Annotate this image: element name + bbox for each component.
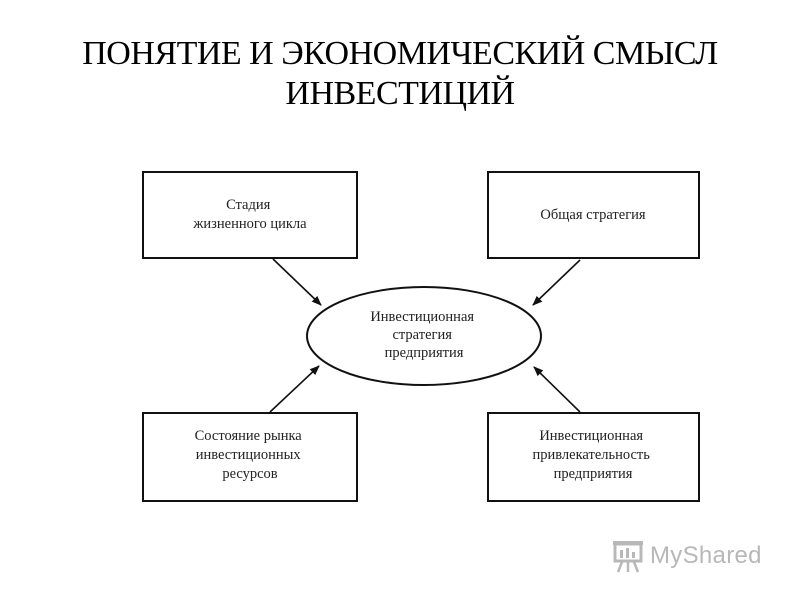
box-bl-line-1: Состояние рынка (195, 428, 303, 444)
title-line-2: ИНВЕСТИЦИЙ (285, 75, 515, 112)
arrow-bottom-right (533, 366, 581, 413)
factor-box-life-cycle-stage: Стадия жизненного цикла (142, 171, 358, 259)
center-line-3: предприятия (385, 345, 464, 361)
center-ellipse-investment-strategy: Инвестиционная стратегия предприятия (306, 286, 542, 386)
factor-box-general-strategy: Общая стратегия (487, 171, 700, 259)
box-tl-line-2: жизненного цикла (192, 216, 307, 232)
center-line-1: Инвестиционная (370, 309, 474, 325)
box-tr-line-1: Общая стратегия (540, 207, 645, 223)
factor-box-investment-attractiveness: Инвестиционная привлекательность предпри… (487, 412, 700, 502)
presentation-board-icon (613, 541, 643, 573)
box-br-line-1: Инвестиционная (539, 428, 643, 444)
center-line-2: стратегия (392, 327, 452, 343)
box-br-line-3: предприятия (554, 466, 633, 482)
svg-text:Инвестиционная привлекат: Инвестиционная привлекательность предпри… (533, 428, 654, 482)
box-bl-line-2: инвестиционных (196, 447, 302, 463)
box-bl-line-3: ресурсов (222, 466, 277, 482)
watermark-text: MyShared (650, 542, 762, 569)
arrow-bottom-left (269, 365, 320, 413)
title-line-1: ПОНЯТИЕ И ЭКОНОМИЧЕСКИЙ СМЫСЛ (82, 35, 718, 72)
svg-text:Общая стратегия: Общая стратегия (540, 207, 645, 223)
page-title: ПОНЯТИЕ И ЭКОНОМИЧЕСКИЙ СМЫСЛ ИНВЕСТИЦИЙ (0, 34, 800, 114)
watermark-logo: MyShared (610, 538, 770, 574)
arrow-top-right (532, 259, 581, 306)
svg-text:Стадия жизненного цикла: Стадия жизненного цикла (192, 197, 307, 232)
box-tl-line-1: Стадия (226, 197, 271, 213)
svg-text:Состояние рынка инвестиц: Состояние рынка инвестиционных ресурсов (195, 428, 306, 482)
arrow-top-left (272, 258, 322, 306)
box-br-line-2: привлекательность (533, 447, 651, 463)
svg-text:Инвестиционная стратегия: Инвестиционная стратегия предприятия (370, 309, 477, 361)
factor-box-resource-market: Состояние рынка инвестиционных ресурсов (142, 412, 358, 502)
